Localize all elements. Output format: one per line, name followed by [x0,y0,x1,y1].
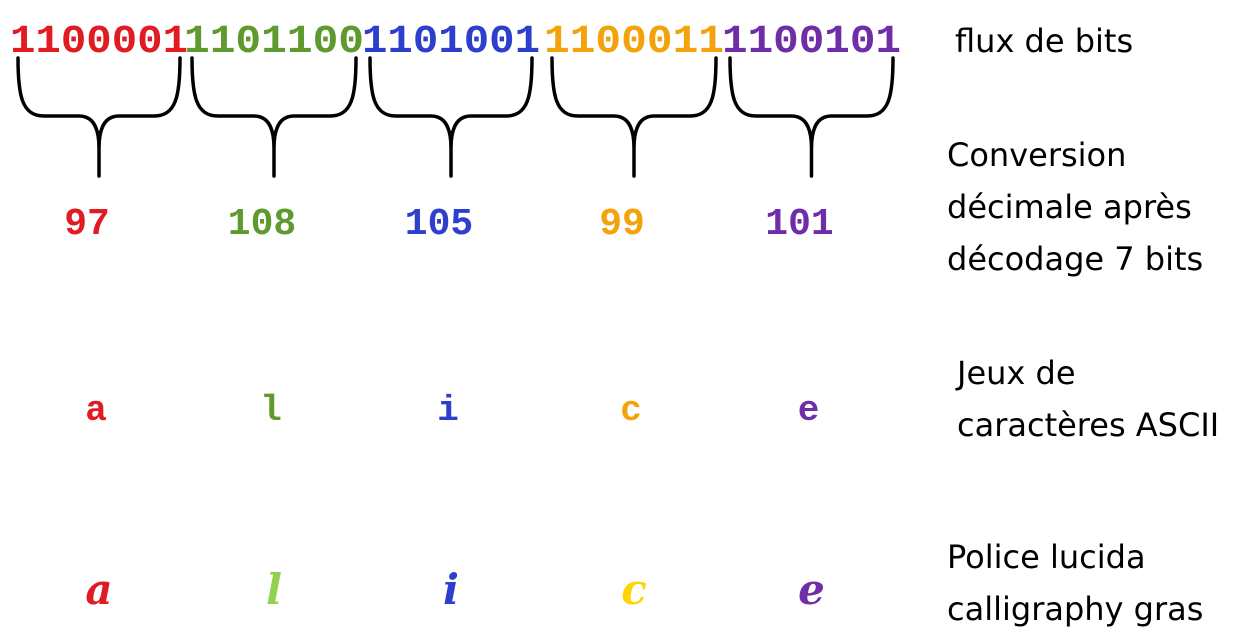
label-calligraphy-font: Police lucida calligraphy gras [947,538,1203,628]
bit-group-2: 1101100 [184,20,364,65]
decimal-value-4: 99 [599,203,645,246]
bit-group-4: 1100011 [544,20,724,65]
bit-group-1: 1100001 [10,20,188,65]
bit-group-3: 1101001 [362,20,540,65]
decimal-row: 97 108 105 99 101 [64,203,834,246]
decimal-value-1: 97 [64,203,110,246]
ascii-char-5: e [798,390,820,431]
braces [16,56,895,178]
brace-1 [16,56,182,178]
brace-4 [550,56,718,178]
bit-group-5: 1100101 [722,20,901,65]
ascii-char-3: i [437,390,459,431]
calligraphy-char-2: l [266,565,282,614]
ascii-char-1: a [85,390,107,431]
ascii-char-4: c [620,390,642,431]
decimal-value-2: 108 [228,203,296,246]
brace-2 [190,56,358,178]
calligraphy-char-4: c [621,565,647,614]
brace-3 [368,56,534,178]
calligraphy-char-5: e [798,565,825,614]
calligraphy-char-1: a [85,565,112,614]
label-decimal-conversion: Conversion décimale après décodage 7 bit… [947,136,1203,278]
ascii-char-2: l [260,390,282,431]
decimal-value-3: 105 [405,203,473,246]
decimal-value-5: 101 [765,203,833,246]
label-bitstream: flux de bits [955,22,1133,60]
calligraphy-char-3: i [443,565,459,614]
label-ascii-charset: Jeux de caractères ASCII [955,354,1219,444]
brace-5 [728,56,895,178]
